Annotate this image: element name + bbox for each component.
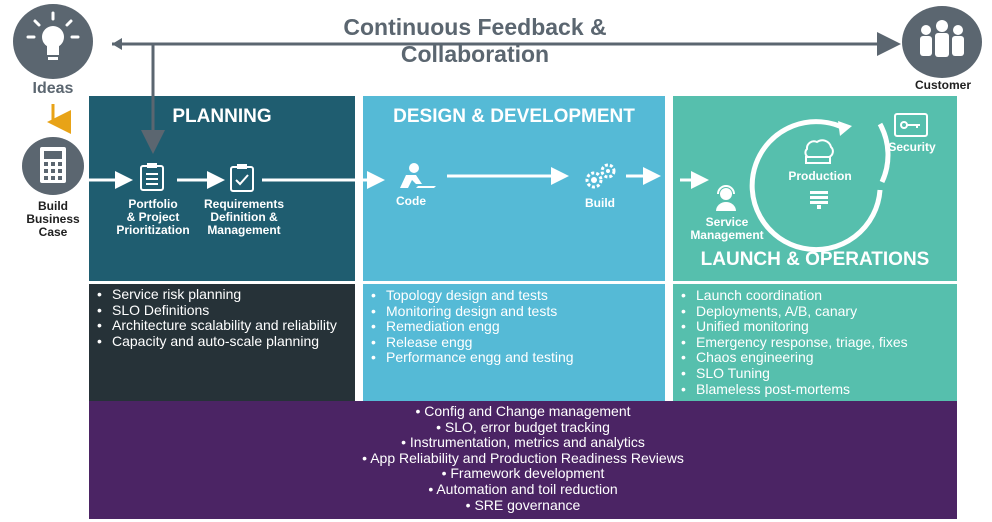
list-item: Capacity and auto-scale planning <box>92 333 350 350</box>
list-item: SLO Definitions <box>92 302 350 319</box>
list-item: Emergency response, triage, fixes <box>676 334 954 351</box>
list-item: App Reliability and Production Readiness… <box>89 450 957 467</box>
list-item: Config and Change management <box>89 403 957 420</box>
list-item: Instrumentation, metrics and analytics <box>89 435 957 451</box>
list-item: Blameless post-mortems <box>676 381 954 398</box>
list-item: SLO, error budget tracking <box>89 419 957 436</box>
governance-list: Config and Change management SLO, error … <box>89 403 957 514</box>
list-item: Launch coordination <box>676 287 954 304</box>
list-item: Chaos engineering <box>676 350 954 366</box>
feedback-title-line2: Collaboration <box>400 41 550 67</box>
list-item: Architecture scalability and reliability <box>92 318 350 334</box>
build-label: Build <box>585 196 615 210</box>
service-management-label: Service Management <box>690 215 764 242</box>
list-item: Deployments, A/B, canary <box>676 303 954 320</box>
design-title: DESIGN & DEVELOPMENT <box>393 106 635 127</box>
list-item: SLO Tuning <box>676 365 954 382</box>
list-item: Service risk planning <box>92 286 350 303</box>
list-item: SRE governance <box>89 497 957 514</box>
cloud-server-icon <box>799 135 837 165</box>
design-list: Topology design and tests Monitoring des… <box>366 287 662 366</box>
coder-at-laptop-icon <box>394 162 438 190</box>
portfolio-label: Portfolio & Project Prioritization <box>116 197 190 237</box>
launch-title: LAUNCH & OPERATIONS <box>700 249 930 270</box>
list-item: Framework development <box>89 466 957 482</box>
feedback-title-line1: Continuous Feedback & <box>343 14 607 40</box>
build-business-case-label: Build Business Case <box>26 199 80 239</box>
list-item: Monitoring design and tests <box>366 303 662 320</box>
list-item: Topology design and tests <box>366 287 662 304</box>
ideas-label: Ideas <box>32 80 74 97</box>
list-item: Performance engg and testing <box>366 350 662 366</box>
customer-label: Customer <box>914 78 971 92</box>
feedback-title: Continuous Feedback & Collaboration <box>300 14 650 68</box>
requirements-label: Requirements Definition & Management <box>203 197 285 237</box>
launch-list: Launch coordination Deployments, A/B, ca… <box>676 287 954 398</box>
lightbulb-icon <box>13 4 93 79</box>
security-label: Security <box>888 140 936 154</box>
support-agent-icon <box>713 185 739 213</box>
customer-group-icon <box>902 6 982 78</box>
code-label: Code <box>396 194 426 208</box>
design-panel <box>363 96 665 281</box>
list-item: Release engg <box>366 334 662 351</box>
list-item: Automation and toil reduction <box>89 481 957 498</box>
planning-list: Service risk planning SLO Definitions Ar… <box>92 286 350 350</box>
security-key-icon <box>894 113 928 137</box>
gears-icon <box>581 162 619 192</box>
production-cycle <box>749 119 883 253</box>
clipboard-check-icon <box>229 164 255 192</box>
list-item: Unified monitoring <box>676 319 954 335</box>
list-item: Remediation engg <box>366 319 662 335</box>
calculator-icon <box>22 137 84 195</box>
clipboard-list-icon <box>139 163 165 191</box>
planning-title: PLANNING <box>172 106 272 127</box>
production-label: Production <box>788 169 852 183</box>
server-rack-icon <box>808 190 830 210</box>
